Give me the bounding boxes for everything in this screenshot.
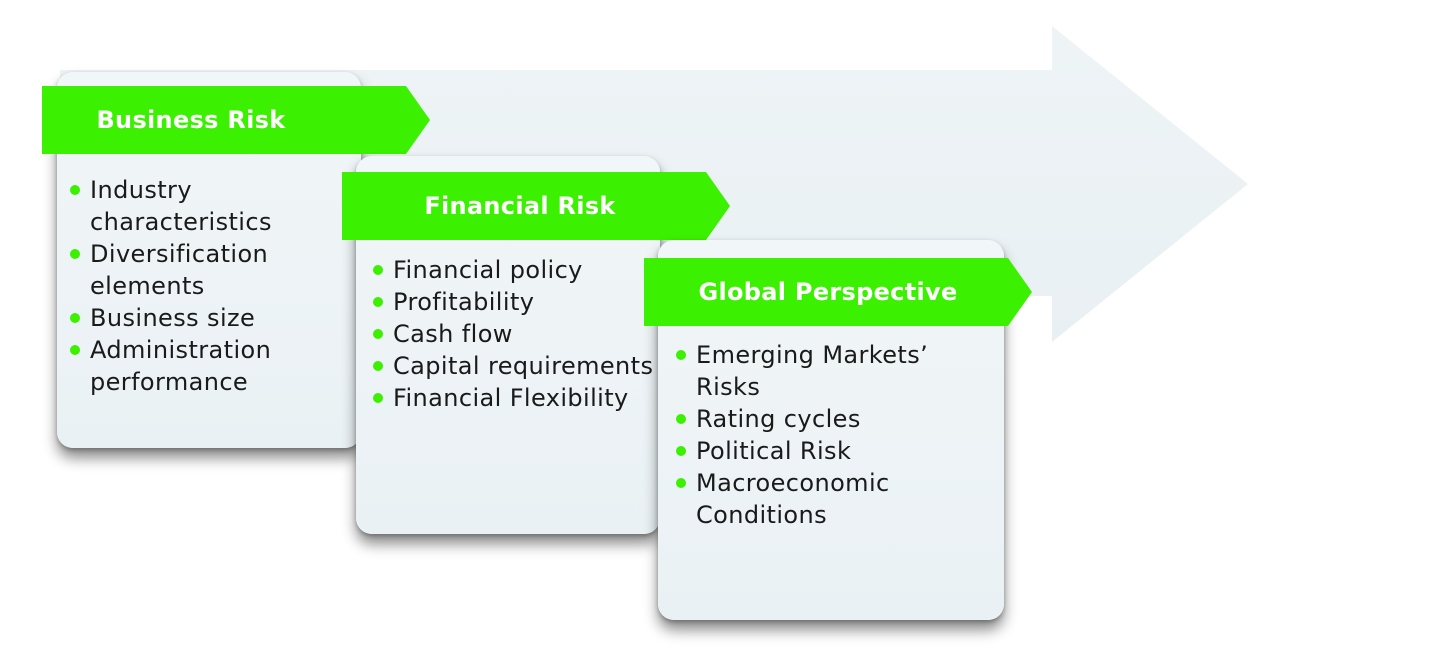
- list-item: Cash flow: [371, 318, 657, 350]
- list-item: Macroeconomic Conditions: [674, 467, 1000, 531]
- financial-risk-banner: Financial Risk: [342, 172, 730, 240]
- global-perspective-title: Global Perspective: [698, 278, 958, 306]
- global-perspective-banner: Global Perspective: [644, 258, 1032, 326]
- list-item: Emerging Markets’ Risks: [674, 339, 1000, 403]
- list-item: Diversification elements: [68, 238, 358, 302]
- business-risk-title: Business Risk: [96, 106, 286, 134]
- global-perspective-list: Emerging Markets’ Risks Rating cycles Po…: [674, 339, 1000, 531]
- list-item: Administration performance: [68, 334, 358, 398]
- list-item: Political Risk: [674, 435, 1000, 467]
- financial-risk-title: Financial Risk: [424, 192, 616, 220]
- business-risk-banner: Business Risk: [42, 86, 430, 154]
- list-item: Capital requirements: [371, 350, 657, 382]
- list-item: Industry characteristics: [68, 174, 358, 238]
- list-item: Profitability: [371, 286, 657, 318]
- list-item: Financial policy: [371, 254, 657, 286]
- list-item: Rating cycles: [674, 403, 1000, 435]
- business-risk-list: Industry characteristics Diversification…: [68, 174, 358, 398]
- list-item: Business size: [68, 302, 358, 334]
- financial-risk-list: Financial policy Profitability Cash flow…: [371, 254, 657, 414]
- list-item: Financial Flexibility: [371, 382, 657, 414]
